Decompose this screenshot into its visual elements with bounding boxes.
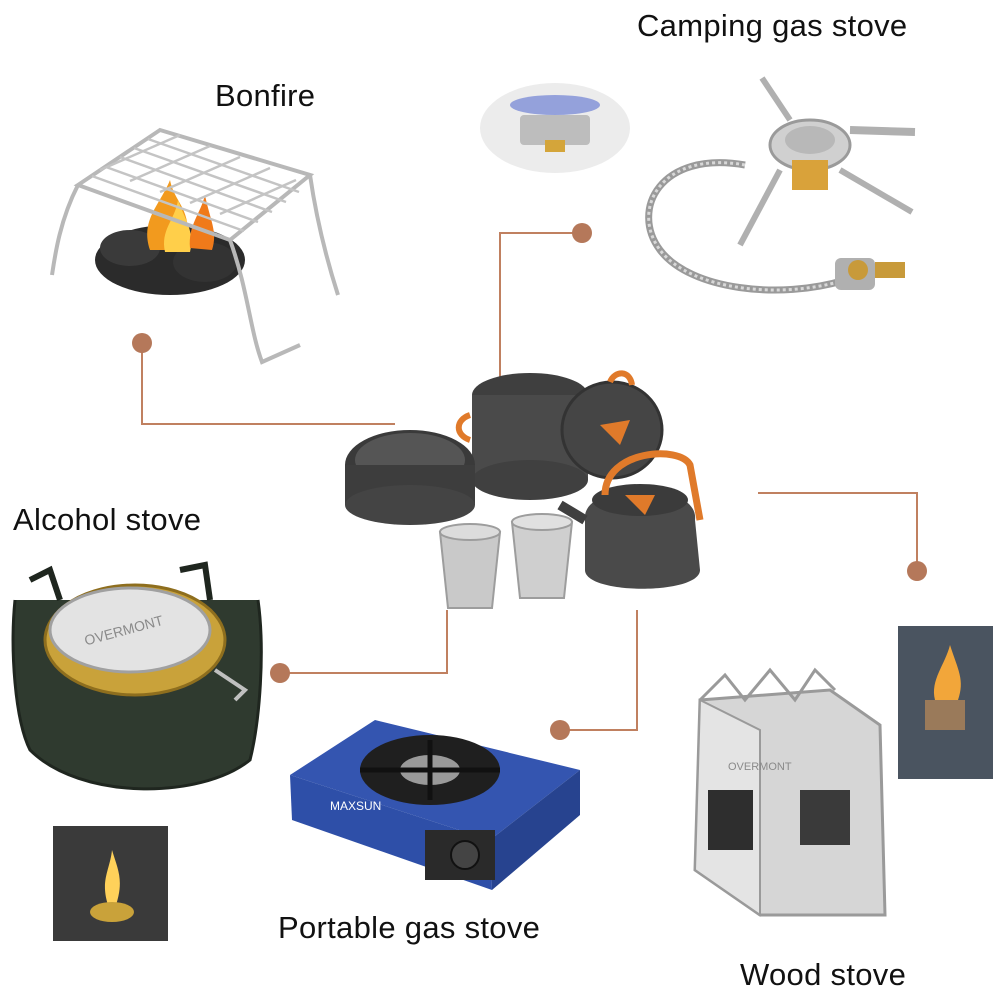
maxsun-brand: MAXSUN xyxy=(330,799,381,813)
connector-dot-alcohol xyxy=(270,663,290,683)
label-portable-gas-stove: Portable gas stove xyxy=(278,910,541,945)
connector-dot-wood xyxy=(907,561,927,581)
overmont-brand-wood: OVERMONT xyxy=(728,761,792,773)
label-wood-stove: Wood stove xyxy=(740,957,907,992)
connector-portable-gas xyxy=(560,610,638,731)
connector-dot-camping-gas xyxy=(572,223,592,243)
connector-alcohol xyxy=(280,610,448,674)
connector-dot-bonfire xyxy=(132,333,152,353)
connector-wood xyxy=(758,492,918,568)
label-bonfire: Bonfire xyxy=(215,78,316,113)
connector-dot-portable-gas xyxy=(550,720,570,740)
label-camping-gas-stove: Camping gas stove xyxy=(637,8,908,43)
connector-camping-gas xyxy=(499,232,580,378)
connector-bonfire xyxy=(141,345,395,425)
label-alcohol-stove: Alcohol stove xyxy=(13,502,202,537)
